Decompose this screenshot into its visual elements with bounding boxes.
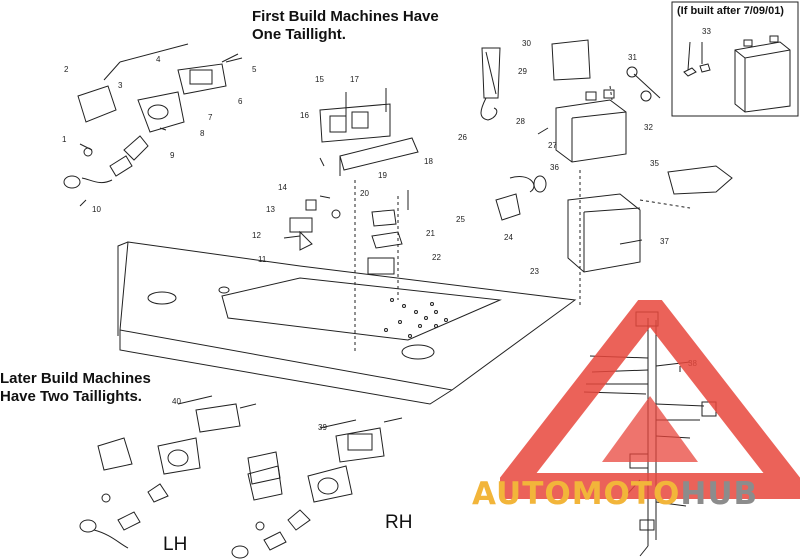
callout-1: 1 (62, 135, 67, 144)
callout-20: 20 (360, 189, 369, 198)
callout-5: 5 (252, 65, 257, 74)
callout-32: 32 (644, 123, 653, 132)
taillight-assembly-rh (231, 417, 403, 559)
callout-numbers: 1234567891011121314151617181920212223242… (62, 27, 711, 432)
first-build-line-1: First Build Machines Have (252, 8, 439, 25)
callout-leaders (79, 127, 681, 372)
taillight-bracket (319, 88, 419, 176)
callout-30: 30 (522, 39, 531, 48)
watermark-logo (500, 300, 800, 499)
callout-36: 36 (550, 163, 559, 172)
callout-23: 23 (530, 267, 539, 276)
rh-label: RH (385, 512, 413, 533)
callout-16: 16 (300, 111, 309, 120)
callout-21: 21 (426, 229, 435, 238)
callout-3: 3 (118, 81, 123, 90)
inset-note: (If built after 7/09/01) (677, 5, 784, 17)
watermark-text: AUTOMOTOHUB (472, 476, 758, 512)
battery-assembly (495, 39, 733, 273)
callout-33: 33 (702, 27, 711, 36)
callout-10: 10 (92, 205, 101, 214)
callout-14: 14 (278, 183, 287, 192)
callout-11: 11 (258, 255, 267, 264)
callout-28: 28 (516, 117, 525, 126)
later-build-heading: Later Build Machines Have Two Taillights… (0, 370, 151, 406)
strap-hook (480, 47, 501, 121)
callout-15: 15 (315, 75, 324, 84)
watermark-text-part2: HUB (680, 476, 759, 512)
callout-25: 25 (456, 215, 465, 224)
watermark-inner-triangle-icon (602, 396, 698, 462)
callout-6: 6 (238, 97, 243, 106)
callout-29: 29 (518, 67, 527, 76)
first-build-heading: First Build Machines Have One Taillight. (252, 8, 439, 44)
rear-panel (117, 241, 577, 405)
inset-box (671, 1, 799, 117)
callout-22: 22 (432, 253, 441, 262)
callout-12: 12 (252, 231, 261, 240)
taillight-assembly-top (63, 43, 243, 189)
callout-4: 4 (156, 55, 161, 64)
callout-8: 8 (200, 129, 205, 138)
callout-9: 9 (170, 151, 175, 160)
first-build-line-2: One Taillight. (252, 26, 346, 43)
callout-17: 17 (350, 75, 359, 84)
callout-7: 7 (208, 113, 213, 122)
switch-parts (289, 190, 409, 275)
callout-27: 27 (548, 141, 557, 150)
callout-31: 31 (628, 53, 637, 62)
later-build-line-1: Later Build Machines (0, 370, 151, 387)
callout-18: 18 (424, 157, 433, 166)
watermark-text-part1: AUTOMOTO (472, 476, 681, 512)
callout-35: 35 (650, 159, 659, 168)
callout-39: 39 (318, 423, 327, 432)
taillight-assembly-lh (79, 395, 281, 549)
inset-battery-icon (734, 35, 791, 113)
watermark-triangle-icon (500, 300, 800, 499)
callout-24: 24 (504, 233, 513, 242)
callout-37: 37 (660, 237, 669, 246)
callout-26: 26 (458, 133, 467, 142)
callout-19: 19 (378, 171, 387, 180)
callout-2: 2 (64, 65, 69, 74)
callout-13: 13 (266, 205, 275, 214)
lh-label: LH (163, 534, 188, 555)
inset-bolt-icon (683, 41, 711, 77)
callout-40: 40 (172, 397, 181, 406)
later-build-line-2: Have Two Taillights. (0, 388, 142, 405)
